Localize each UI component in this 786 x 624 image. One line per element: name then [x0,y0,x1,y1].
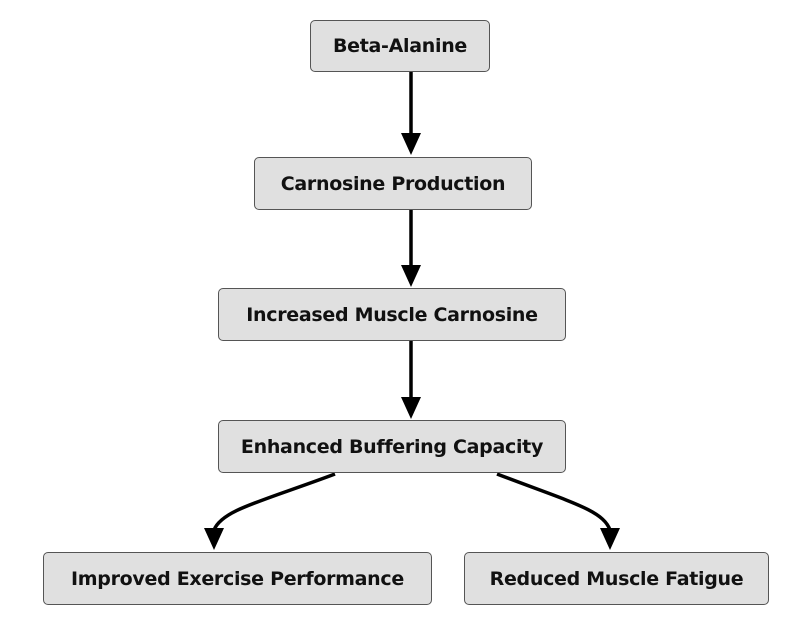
node-carnosine-production: Carnosine Production [254,157,532,210]
node-reduced-muscle-fatigue: Reduced Muscle Fatigue [464,552,769,605]
arrowhead-icon [204,528,224,550]
node-improved-exercise-performance: Improved Exercise Performance [43,552,432,605]
node-label: Improved Exercise Performance [71,567,404,590]
node-label: Enhanced Buffering Capacity [240,435,544,458]
node-beta-alanine: Beta-Alanine [310,20,490,72]
node-increased-muscle-carnosine: Increased Muscle Carnosine [218,288,566,341]
node-label: Beta-Alanine [332,35,468,57]
edge-enhanced-buffering-to-reduced-fatigue [496,472,612,531]
arrowhead-icon [401,133,421,155]
arrowhead-icon [600,528,620,550]
node-label: Carnosine Production [280,172,506,195]
node-label: Reduced Muscle Fatigue [489,567,744,590]
edge-enhanced-buffering-to-improved-exercise [212,472,336,531]
arrowhead-icon [401,265,421,287]
node-label: Increased Muscle Carnosine [246,303,538,326]
node-enhanced-buffering-capacity: Enhanced Buffering Capacity [218,420,566,473]
arrowhead-icon [401,397,421,419]
